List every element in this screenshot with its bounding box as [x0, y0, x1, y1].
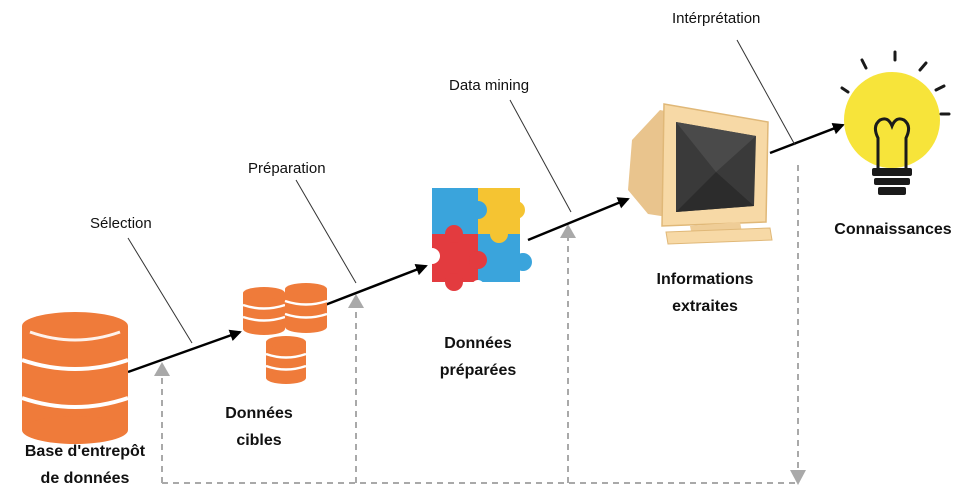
main-flow — [127, 122, 845, 374]
node-label-target-data-line1: Données — [225, 405, 293, 422]
bulb-filament — [873, 117, 911, 170]
node-label-prepared-data-line1: Données — [444, 335, 512, 352]
feedback-arrowheads — [154, 224, 806, 485]
feedback-arrowhead-down — [790, 470, 806, 485]
node-label-extracted-info: Informations extraites — [640, 266, 770, 320]
leader-interpretation — [736, 39, 796, 146]
flow-arrow-preparation — [324, 264, 428, 307]
feedback-arrowhead-up-1 — [154, 362, 170, 376]
step-label-data-mining: Data mining — [449, 77, 530, 94]
bulb-base-1 — [872, 168, 912, 176]
database-icon — [21, 312, 129, 444]
node-label-database: Base d'entrepôt de données — [10, 438, 160, 487]
node-label-knowledge: Connaissances — [834, 221, 952, 238]
node-label-database-line2: de données — [40, 470, 130, 487]
flow-arrow-interpretation — [769, 122, 845, 155]
step-label-selection: Sélection — [90, 215, 152, 232]
small-db-3 — [265, 336, 307, 384]
small-db-1 — [242, 287, 286, 335]
monitor-stand — [665, 227, 773, 245]
leader-preparation — [295, 179, 357, 284]
node-label-prepared-data: Données préparées — [423, 330, 533, 384]
bulb-base-2 — [874, 178, 910, 185]
leader-selection — [127, 237, 193, 344]
flow-arrow-selection — [127, 329, 242, 374]
leader-data-mining — [509, 99, 572, 213]
step-label-preparation: Préparation — [248, 160, 326, 177]
feedback-loop — [161, 165, 799, 484]
node-label-extracted-info-line2: extraites — [672, 298, 738, 315]
bulb-base-3 — [878, 187, 906, 195]
feedback-arrowhead-up-3 — [560, 224, 576, 238]
bulb-glass — [844, 72, 940, 168]
database-stack-icon — [242, 283, 328, 384]
step-label-interpretation: Intérprétation — [672, 10, 761, 27]
lightbulb-icon — [840, 50, 951, 195]
small-db-2 — [284, 283, 328, 333]
feedback-arrowhead-up-2 — [348, 294, 364, 308]
bulb-rays — [840, 50, 951, 116]
puzzle-icon — [424, 188, 532, 292]
node-label-target-data-line2: cibles — [236, 432, 282, 449]
crt-monitor-icon — [628, 103, 773, 245]
node-label-target-data: Données cibles — [214, 400, 304, 454]
flow-arrow-data-mining — [527, 197, 630, 242]
node-label-prepared-data-line2: préparées — [439, 362, 517, 379]
node-label-database-line1: Base d'entrepôt — [24, 443, 146, 460]
leader-lines — [127, 39, 796, 344]
node-label-extracted-info-line1: Informations — [656, 271, 754, 288]
